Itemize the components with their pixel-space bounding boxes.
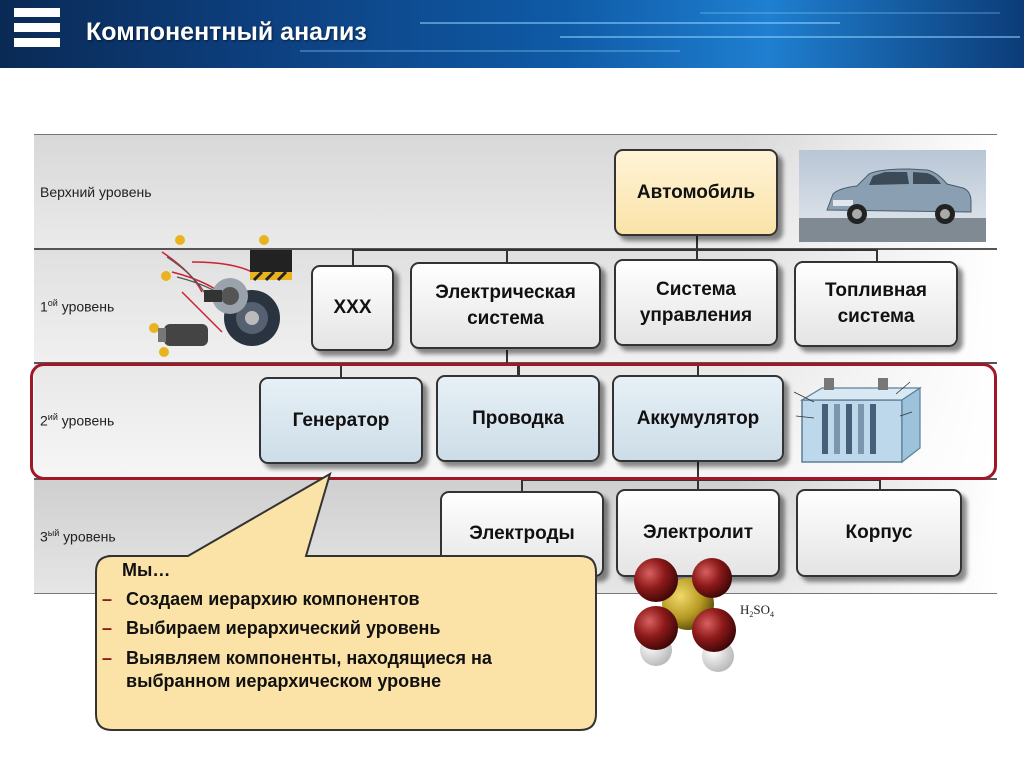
callout-intro: Мы…: [122, 560, 171, 580]
node-wiring[interactable]: Проводка: [436, 375, 600, 462]
connector: [697, 479, 699, 489]
node-battery[interactable]: Аккумулятор: [612, 375, 784, 462]
callout-text: Мы… –Создаем иерархию компонентов –Выбир…: [96, 560, 594, 700]
connector: [521, 479, 881, 481]
selected-level-highlight: [30, 363, 997, 480]
level-label-2: 2ий уровень: [40, 412, 115, 429]
connector: [352, 249, 354, 265]
header-bar: Компонентный анализ: [0, 0, 1024, 68]
battery-cutaway-photo: [793, 378, 922, 464]
slide-title: Компонентный анализ: [86, 18, 367, 46]
hamburger-icon[interactable]: [14, 8, 60, 60]
connector: [696, 236, 698, 250]
node-electrical-system[interactable]: Электрическая система: [410, 262, 601, 349]
callout-item: –Создаем иерархию компонентов: [102, 589, 420, 609]
connector: [506, 249, 508, 263]
connector: [506, 350, 508, 364]
node-generator[interactable]: Генератор: [259, 377, 423, 464]
node-car[interactable]: Автомобиль: [614, 149, 778, 236]
node-case[interactable]: Корпус: [796, 489, 962, 577]
connector: [697, 462, 699, 480]
sulfuric-acid-molecule-image: H2SO4: [634, 558, 774, 672]
level-label-top: Верхний уровень: [40, 184, 152, 200]
node-fuel-system[interactable]: Топливная система: [794, 261, 958, 347]
callout-item: –Выявляем компоненты, находящиеся на выб…: [102, 647, 492, 692]
level-label-1: 1ой уровень: [40, 298, 115, 315]
connector: [696, 249, 698, 259]
callout-item: –Выбираем иерархический уровень: [102, 618, 441, 639]
formula-label: H2SO4: [740, 602, 774, 619]
connector: [517, 363, 520, 375]
connector: [879, 479, 881, 489]
node-xxx[interactable]: ХХХ: [311, 265, 394, 351]
electrical-parts-photo: [149, 235, 292, 357]
car-photo: [799, 150, 986, 242]
connector: [340, 363, 342, 377]
connector: [876, 249, 878, 261]
level-label-3: 3ый уровень: [40, 528, 116, 545]
connector: [521, 479, 523, 491]
connector: [697, 363, 699, 375]
connector: [352, 249, 878, 251]
node-control-system[interactable]: Система управления: [614, 259, 778, 346]
